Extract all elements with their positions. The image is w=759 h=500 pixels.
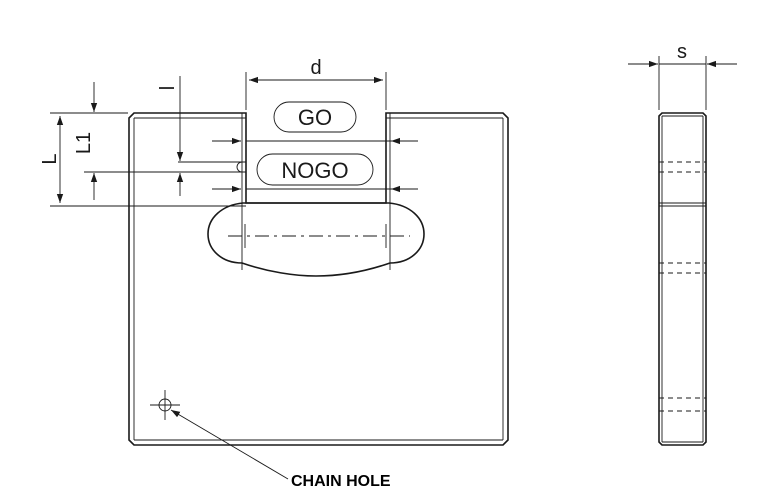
- l1-dimension-label: L1: [73, 132, 95, 154]
- side-view: s: [628, 41, 737, 446]
- d-dimension-label: d: [310, 57, 321, 79]
- shackle-opening: [207, 202, 425, 277]
- l-dimension-label: l: [157, 86, 179, 90]
- dimensions: d l L1 L CHAIN HOLE: [39, 57, 418, 490]
- chain-hole-leader: [170, 409, 289, 480]
- relief-notch: [236, 161, 243, 173]
- side-view-outline: [658, 112, 707, 446]
- notch-step-lines: [241, 113, 391, 203]
- nogo-slot: [256, 153, 374, 186]
- side-view-chamfer-lines: [661, 115, 704, 443]
- L-dimension-label: L: [39, 153, 61, 164]
- go-label: GO: [298, 105, 332, 130]
- chain-hole-label: CHAIN HOLE: [291, 473, 391, 490]
- nogo-label: NOGO: [281, 158, 348, 183]
- body-chamfer-lines: [133, 117, 504, 441]
- s-dimension-label: s: [677, 41, 687, 63]
- go-slot: [273, 101, 357, 133]
- opening-inner-lines: [241, 203, 391, 270]
- front-view: GO NOGO: [128, 101, 509, 446]
